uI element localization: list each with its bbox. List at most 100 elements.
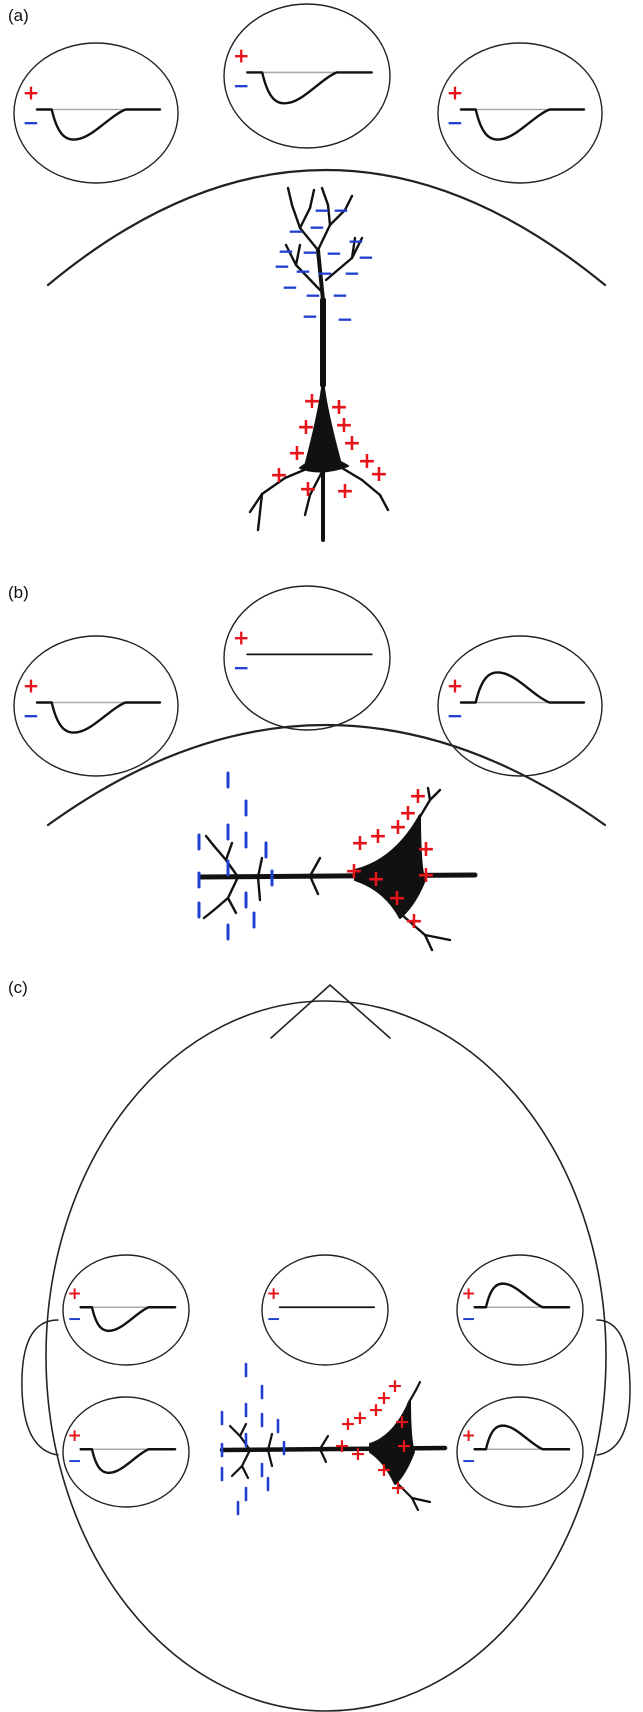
panel-label-c: (c) — [8, 978, 28, 997]
plus-sign: + — [68, 1426, 82, 1446]
dendrite — [340, 466, 364, 482]
dendrite — [318, 1434, 330, 1451]
dendrite — [328, 208, 347, 227]
erp-trace — [79, 1306, 177, 1333]
plus-sign: + — [462, 1284, 476, 1304]
erp-trace — [35, 701, 162, 734]
plus-sign: + — [376, 1387, 392, 1409]
electrode-outline — [456, 1396, 584, 1508]
panel-label-b: (b) — [8, 583, 29, 602]
dendrite — [256, 492, 264, 532]
electrode-b-center: +− — [223, 585, 391, 731]
scalp-arc-a — [46, 168, 607, 287]
minus-sign: − — [447, 111, 464, 135]
minus-sign: − — [23, 111, 40, 135]
electrode-c-top-center: +− — [261, 1254, 389, 1366]
head-outline — [45, 1000, 607, 1712]
minus-sign: − — [233, 655, 250, 679]
plus-sign: + — [368, 1399, 384, 1421]
electrode-a-left: +− — [13, 42, 179, 184]
minus-sign: − — [302, 240, 319, 264]
erp-trace — [79, 1448, 177, 1475]
electrode-c-top-right: +− — [456, 1254, 584, 1366]
erp-trace — [473, 1282, 571, 1309]
erp-trace — [459, 671, 586, 704]
dendrite — [226, 896, 238, 915]
dendrite — [230, 1464, 244, 1478]
plus-sign: + — [405, 909, 423, 934]
electrode-outline — [13, 42, 179, 184]
dendrite — [212, 844, 228, 862]
minus-sign: − — [23, 704, 40, 728]
dendrite — [350, 236, 357, 260]
erp-trace — [473, 1424, 571, 1451]
plus-sign: + — [462, 1426, 476, 1446]
erp-trace — [246, 71, 373, 105]
dendrite — [394, 1480, 414, 1500]
plus-sign: + — [399, 801, 417, 826]
minus-sign: − — [295, 259, 312, 283]
plus-sign: + — [23, 674, 40, 698]
dendrite — [294, 243, 302, 267]
electrode-outline — [437, 42, 603, 184]
dendrite — [308, 188, 316, 210]
plus-sign: + — [330, 395, 348, 420]
plus-sign: + — [367, 867, 385, 892]
dendrite — [294, 263, 322, 292]
dendrite — [324, 256, 354, 282]
dendrite — [240, 1448, 252, 1468]
plus-sign: + — [396, 1435, 412, 1457]
dendrite — [320, 186, 330, 207]
dendrite — [240, 1464, 250, 1480]
dendrite — [410, 1496, 420, 1512]
dendrite — [266, 1432, 274, 1452]
dendrite — [426, 786, 432, 802]
dendrite — [238, 1422, 248, 1438]
electrode-b-left: +− — [13, 635, 179, 777]
dendrite — [378, 493, 390, 512]
plus-sign: + — [390, 1477, 406, 1499]
minus-sign: − — [333, 198, 350, 222]
plus-sign: + — [447, 81, 464, 105]
electrode-outline — [223, 3, 391, 149]
dendrite — [406, 1388, 418, 1406]
dendrite — [326, 203, 332, 227]
minus-sign: − — [348, 229, 365, 253]
plus-sign: + — [267, 1284, 281, 1304]
soma-c — [369, 1399, 415, 1485]
plus-sign: + — [369, 824, 387, 849]
minus-sign: − — [68, 1309, 82, 1329]
electrode-c-bottom-left: +− — [62, 1396, 190, 1508]
dendrite — [400, 913, 427, 937]
dendrite — [290, 203, 302, 230]
plus-sign: + — [233, 625, 250, 649]
plus-sign: + — [352, 1407, 368, 1429]
dendrite — [226, 875, 240, 900]
electrode-outline — [223, 585, 391, 731]
ear-right — [596, 1319, 631, 1456]
plus-sign: + — [270, 463, 288, 488]
dendrite — [284, 243, 298, 267]
minus-sign: − — [274, 254, 291, 278]
minus-sign: − — [344, 261, 361, 285]
plus-sign: + — [387, 1375, 403, 1397]
electrode-b-right: +− — [437, 635, 603, 777]
minus-sign: − — [282, 275, 299, 299]
dendrite — [212, 896, 230, 912]
minus-sign: − — [278, 239, 295, 263]
plus-sign: + — [335, 413, 353, 438]
plus-sign: + — [288, 441, 306, 466]
dendrite — [414, 1380, 422, 1392]
minus-sign: − — [358, 245, 375, 269]
dendrite — [283, 468, 306, 480]
dendrite — [204, 834, 216, 848]
dendrite — [316, 223, 332, 252]
dendrite — [410, 1496, 432, 1504]
minus-sign: − — [233, 73, 250, 97]
soma-b — [354, 814, 426, 919]
panel-label-a: (a) — [8, 6, 29, 25]
electrode-outline — [62, 1254, 190, 1366]
plus-sign: + — [303, 389, 321, 414]
dendrite — [298, 226, 320, 252]
minus-sign: − — [314, 198, 331, 222]
